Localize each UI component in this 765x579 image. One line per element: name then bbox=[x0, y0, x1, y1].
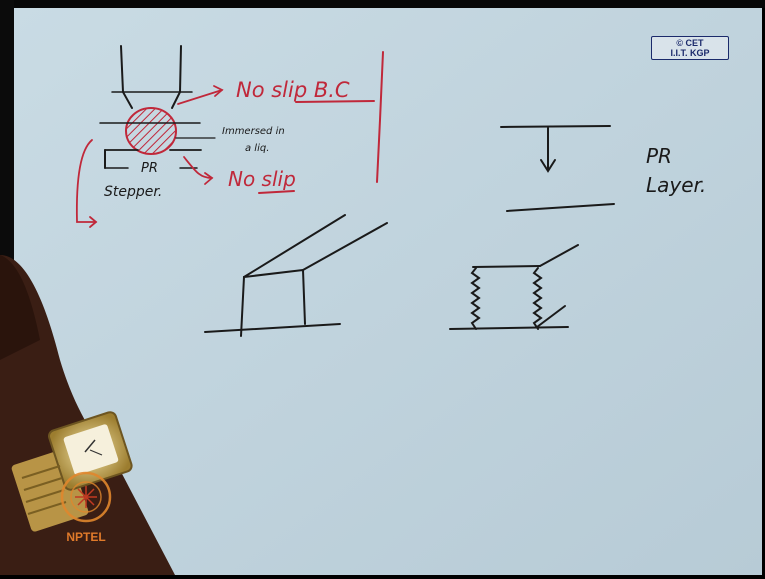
spring-block-sketch bbox=[449, 244, 579, 330]
pr-label: PR bbox=[141, 161, 158, 176]
no-slip-bc-label: No slip B.C bbox=[236, 78, 350, 102]
stepper-immersion-sketch bbox=[75, 45, 384, 228]
pr-layer-label-line2: Layer. bbox=[646, 173, 706, 197]
pr-layer-label-line1: PR bbox=[646, 144, 672, 168]
nptel-logo-text: NPTEL bbox=[66, 530, 105, 544]
shear-block-sketch bbox=[204, 214, 388, 337]
badge-line2: I.I.T. KGP bbox=[670, 48, 710, 58]
pr-layer-diagram bbox=[500, 125, 615, 212]
immersed-label-line1: Immersed in bbox=[222, 126, 285, 137]
whiteboard bbox=[14, 8, 762, 575]
wristwatch bbox=[11, 411, 133, 532]
no-slip-label: No slip bbox=[228, 167, 296, 191]
cet-iit-kgp-badge: © CET I.I.T. KGP bbox=[651, 36, 729, 60]
stepper-label: Stepper. bbox=[104, 184, 162, 200]
badge-line1: © CET bbox=[676, 38, 704, 48]
immersed-label-line2: a liq. bbox=[245, 143, 269, 154]
nptel-logo: NPTEL bbox=[60, 471, 112, 544]
